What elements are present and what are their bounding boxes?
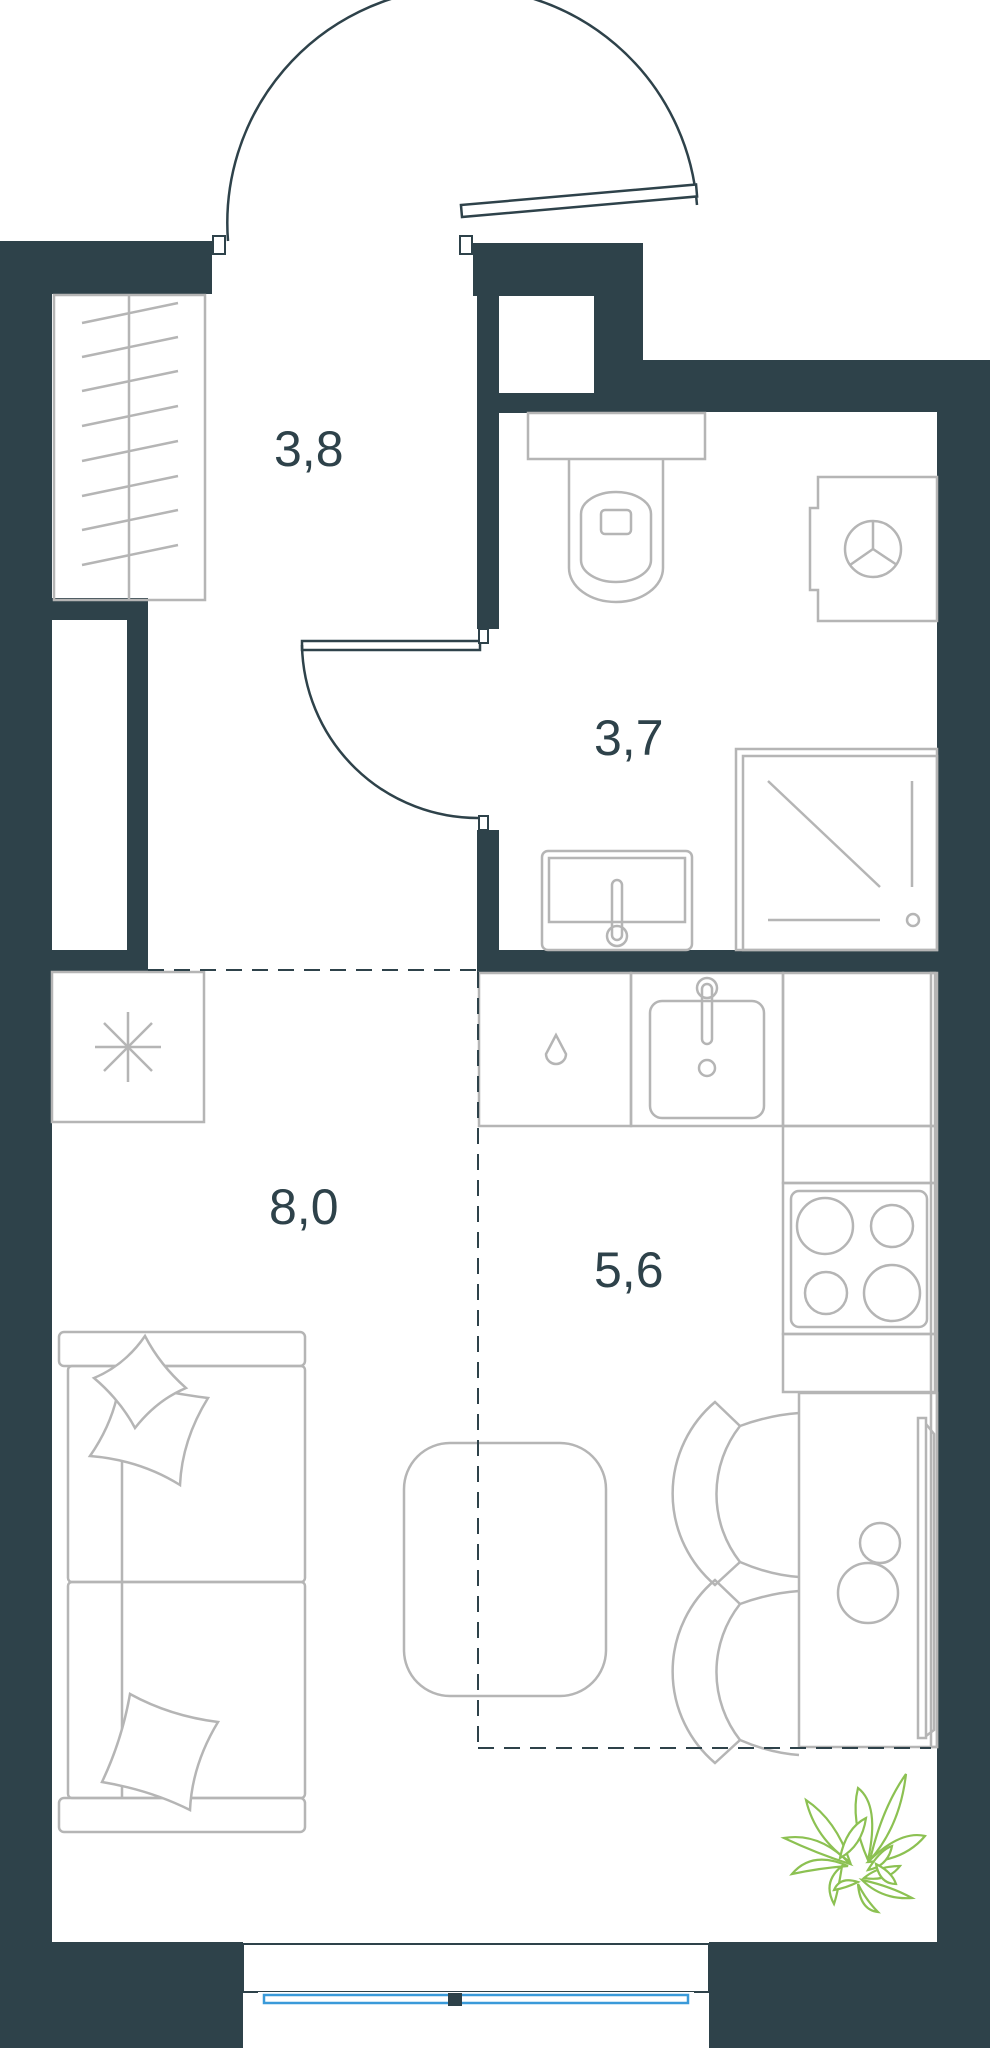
plant-icon <box>780 1773 927 1914</box>
closet-niche <box>52 620 127 950</box>
cushion <box>100 1692 221 1812</box>
bathroom-door[interactable] <box>300 628 489 831</box>
area-label-living-room: 8,0 <box>269 1179 339 1235</box>
walls <box>0 241 990 2048</box>
area-label-hallway: 3,8 <box>274 421 344 477</box>
shaft-niche <box>499 296 590 392</box>
drop-icon <box>544 1032 568 1066</box>
radiator-icon <box>50 970 206 1124</box>
cushion <box>87 1333 211 1488</box>
zone-boundary <box>148 969 931 1749</box>
bar-stool <box>671 1578 800 1765</box>
bar-stool <box>671 1400 800 1587</box>
bar-counter <box>797 1391 939 1749</box>
entrance-door[interactable] <box>212 0 699 255</box>
stove-icon <box>789 1189 929 1329</box>
area-label-kitchen: 5,6 <box>594 1242 664 1298</box>
shower <box>734 747 939 952</box>
area-label-bathroom: 3,7 <box>594 710 664 766</box>
kitchen-counter <box>477 971 939 1749</box>
washing-machine-icon <box>843 519 903 579</box>
table <box>402 1441 608 1698</box>
washing-machine <box>808 475 939 623</box>
toilet <box>526 411 707 604</box>
wardrobe <box>52 293 207 602</box>
kitchen-sink <box>648 976 766 1120</box>
window <box>242 1943 710 2048</box>
bathroom-sink <box>540 849 694 952</box>
wardrobe-hangers <box>81 301 179 567</box>
